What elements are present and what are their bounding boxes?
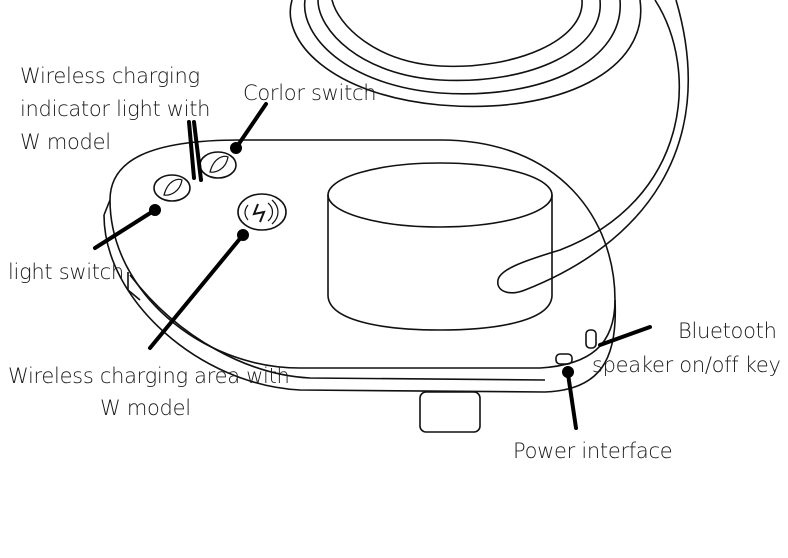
label-bluetooth-line2: speaker on/off key	[592, 353, 781, 377]
speaker-cylinder	[327, 162, 553, 331]
power-port[interactable]	[555, 353, 573, 365]
lamp-head-rings	[289, 0, 642, 108]
light-switch-button[interactable]	[153, 174, 191, 202]
label-indicator-line1: Wireless charging	[20, 64, 200, 88]
label-indicator-line2: indicator light with	[20, 97, 211, 121]
label-charging-area-line1: Wireless charging area with	[8, 364, 290, 388]
color-switch-button[interactable]	[199, 151, 237, 179]
label-charging-area-line2: W model	[100, 396, 191, 420]
leader-lines	[93, 102, 652, 430]
label-indicator-line3: W model	[20, 130, 111, 154]
bluetooth-key[interactable]	[585, 329, 597, 349]
label-color-switch: Corlor switch	[243, 81, 377, 105]
label-light-switch: light switch	[8, 260, 124, 284]
label-power-interface: Power interface	[513, 439, 673, 463]
wireless-charging-pad	[237, 193, 287, 231]
label-bluetooth-line1: Bluetooth	[678, 319, 777, 343]
lamp-arm	[497, 0, 690, 294]
